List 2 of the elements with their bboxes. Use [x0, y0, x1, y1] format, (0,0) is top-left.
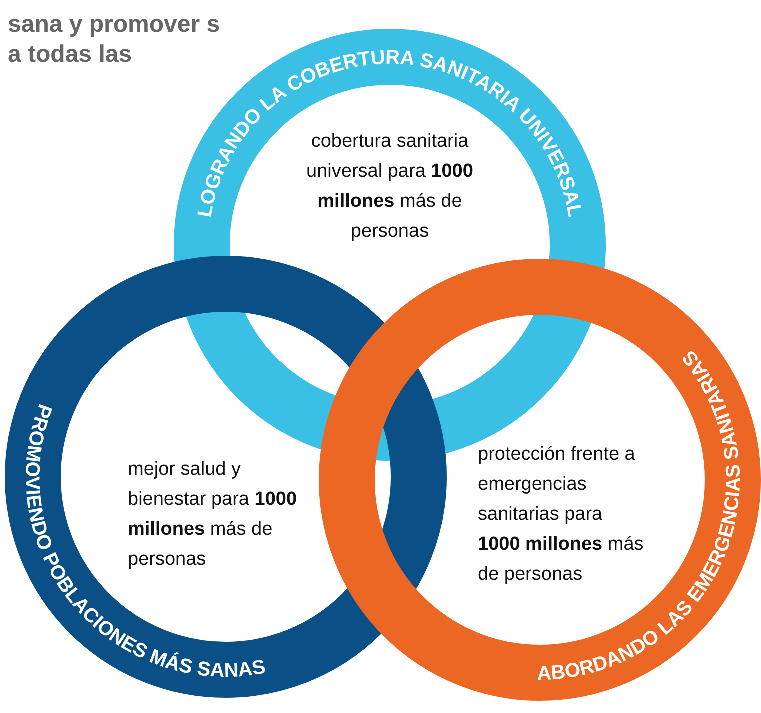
- heading-text: sana y promover s a todas las: [8, 10, 222, 70]
- ring-text: protección frente a emergencias sanitarias para 1000 millones más de personas: [478, 443, 645, 587]
